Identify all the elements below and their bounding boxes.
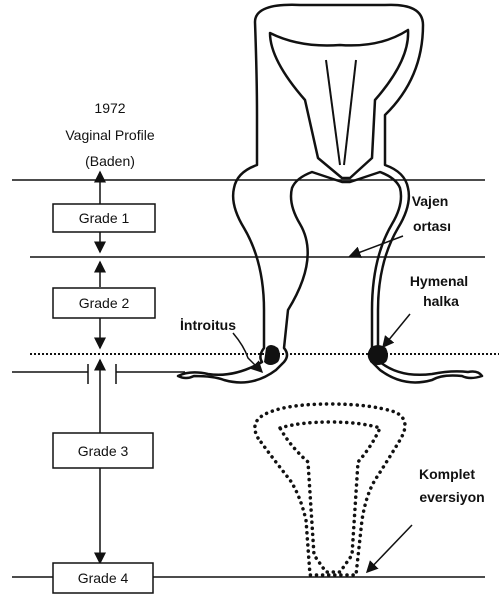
grade-3-label: Grade 3	[78, 443, 129, 459]
grade-1-label: Grade 1	[79, 210, 130, 226]
arrow-introitus	[233, 333, 262, 372]
grade-3-box: Grade 3	[53, 433, 153, 468]
grade-1-box: Grade 1	[53, 204, 155, 232]
label-mid-vagina-2: ortası	[413, 218, 451, 234]
label-eversion-2: eversiyon	[419, 489, 484, 505]
header-year: 1972	[94, 100, 125, 116]
label-hymenal-2: halka	[423, 293, 459, 309]
arrow-complete-eversion	[367, 525, 412, 572]
grade-2-box: Grade 2	[53, 288, 155, 318]
header-profile-title: Vaginal Profile	[65, 127, 154, 143]
header-author: (Baden)	[85, 153, 135, 169]
label-mid-vagina-1: Vajen	[412, 193, 449, 209]
label-introitus: İntroitus	[180, 317, 236, 333]
label-hymenal-1: Hymenal	[410, 273, 468, 289]
grade-4-label: Grade 4	[78, 570, 129, 586]
uterus-everted-illustration	[255, 404, 405, 575]
arrow-hymenal-ring	[383, 314, 410, 347]
label-eversion-1: Komplet	[419, 466, 475, 482]
grade-4-box: Grade 4	[53, 563, 153, 593]
grade-2-label: Grade 2	[79, 295, 130, 311]
arrow-mid-vagina	[350, 236, 403, 256]
